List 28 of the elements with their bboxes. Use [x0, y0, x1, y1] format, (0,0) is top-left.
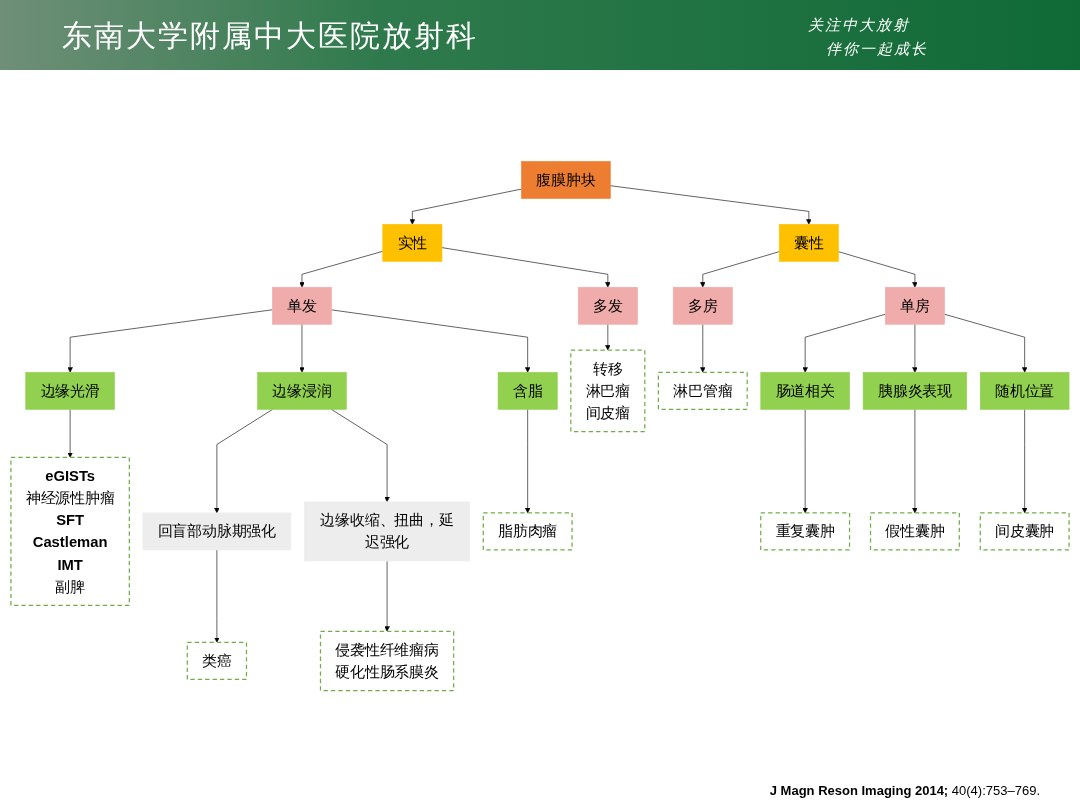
node-box: 转移 淋巴瘤 间皮瘤 — [570, 349, 646, 433]
slogan-text: 关注中大放射 — [808, 16, 910, 34]
node-box: 腹膜肿块 — [521, 161, 611, 199]
node-box: eGISTs 神经源性肿瘤 SFT Castleman IMT 副脾 — [10, 456, 130, 607]
node-box: 随机位置 — [979, 372, 1070, 410]
node-box: 单发 — [272, 286, 332, 325]
node-box: 实性 — [382, 224, 443, 262]
node-box: 脂肪肉瘤 — [482, 512, 573, 551]
node-box: 间皮囊肿 — [979, 512, 1070, 551]
node-box: 边缘收缩、扭曲，延迟强化 — [304, 501, 470, 562]
node-box: 假性囊肿 — [869, 512, 960, 551]
node-box: 重复囊肿 — [760, 512, 851, 551]
node-box: 胰腺炎表现 — [862, 372, 967, 410]
node-box: 侵袭性纤维瘤病 硬化性肠系膜炎 — [319, 630, 455, 692]
node-box: 淋巴管瘤 — [657, 371, 748, 410]
node-box: 回盲部动脉期强化 — [142, 512, 292, 551]
node-box: 单房 — [885, 286, 945, 325]
node-box: 多房 — [672, 286, 733, 325]
node-box: 囊性 — [778, 224, 839, 262]
citation: J Magn Reson Imaging 2014; 40(4):753–769. — [769, 783, 1040, 799]
slogan-text: 伴你一起成长 — [826, 40, 928, 58]
title: 东南大学附属中大医院放射科 — [62, 18, 478, 54]
node-box: 类癌 — [186, 641, 248, 681]
node-box: 多发 — [577, 286, 638, 325]
node-box: 边缘光滑 — [25, 372, 115, 410]
node-box: 肠道相关 — [760, 372, 850, 410]
node-box: 含脂 — [497, 372, 558, 410]
node-box: 边缘浸润 — [257, 372, 347, 410]
